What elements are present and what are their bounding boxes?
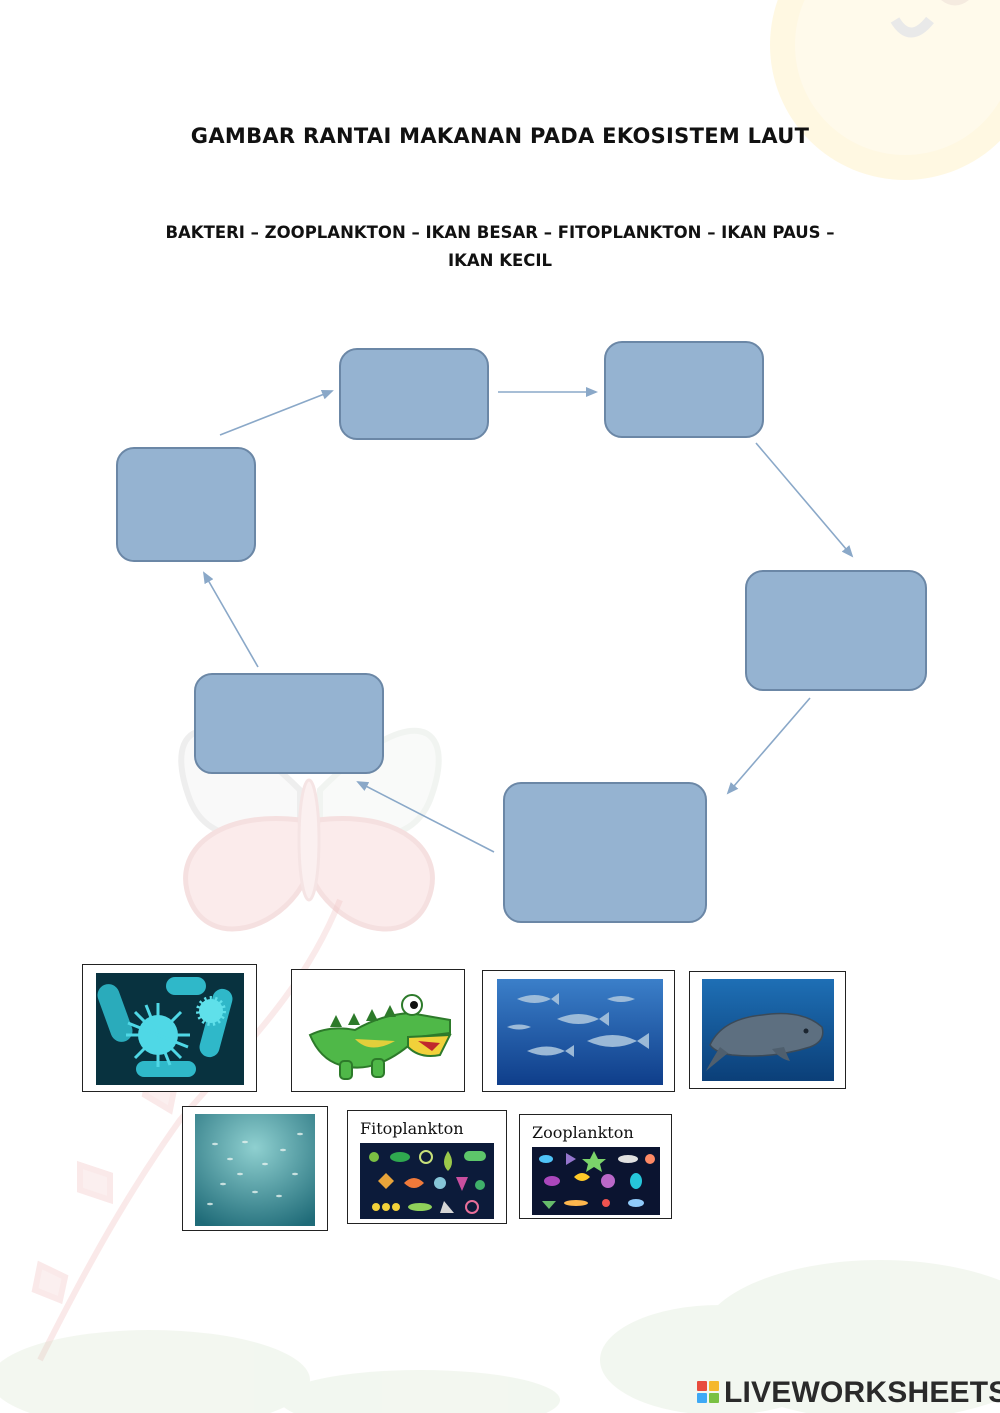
card-small-fish[interactable] — [182, 1106, 328, 1231]
bush-decoration — [0, 1260, 1000, 1413]
card-zooplankton[interactable]: Zooplankton — [519, 1114, 672, 1219]
zooplankton-image — [532, 1147, 660, 1215]
card-phytoplankton[interactable]: Fitoplankton — [347, 1110, 507, 1224]
small-fish-image — [195, 1114, 315, 1226]
whale-image — [702, 979, 834, 1081]
page-title: GAMBAR RANTAI MAKANAN PADA EKOSISTEM LAU… — [190, 124, 810, 148]
liveworksheets-logo: LIVEWORKSHEETS — [697, 1376, 1000, 1410]
liveworksheets-logo-text: LIVEWORKSHEETS — [724, 1376, 1000, 1409]
big-fish-image — [497, 979, 663, 1085]
crocodile-image — [300, 975, 458, 1087]
drop-box-4[interactable] — [503, 782, 707, 923]
word-bank-line: IKAN KECIL — [447, 251, 553, 270]
liveworksheets-logo-icon — [697, 1381, 721, 1405]
drop-box-3[interactable] — [745, 570, 927, 691]
card-big-fish[interactable] — [482, 970, 675, 1092]
drop-box-6[interactable] — [116, 447, 256, 562]
phytoplankton-label: Fitoplankton — [360, 1119, 464, 1138]
card-bacteria[interactable] — [82, 964, 257, 1092]
phytoplankton-image — [360, 1143, 494, 1219]
drop-box-5[interactable] — [194, 673, 384, 774]
drop-box-1[interactable] — [339, 348, 489, 440]
drop-box-2[interactable] — [604, 341, 764, 438]
card-crocodile[interactable] — [291, 969, 465, 1092]
sun-decoration — [770, 0, 1000, 180]
bacteria-image — [96, 973, 244, 1085]
card-whale[interactable] — [689, 971, 846, 1089]
word-bank: BAKTERI – ZOOPLANKTON – IKAN BESAR – FIT… — [120, 219, 880, 275]
word-bank-line: BAKTERI – ZOOPLANKTON – IKAN BESAR – FIT… — [165, 223, 835, 242]
zooplankton-label: Zooplankton — [532, 1123, 634, 1142]
